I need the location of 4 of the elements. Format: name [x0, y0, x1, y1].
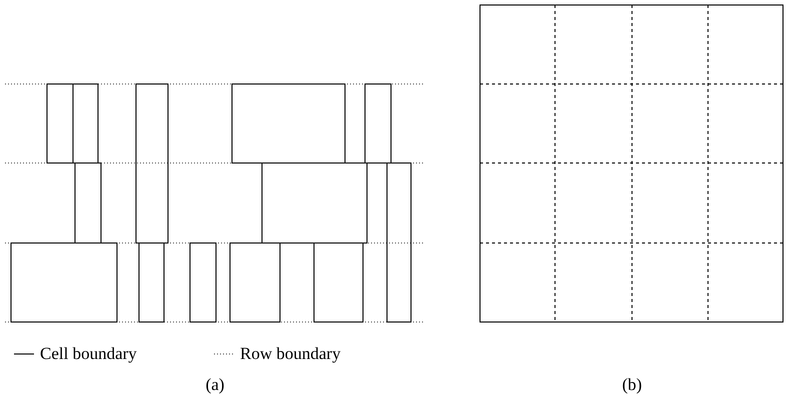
panel-label: (a)	[206, 375, 224, 395]
legend-label: Cell boundary	[40, 344, 137, 364]
panel-label: (b)	[622, 375, 642, 395]
legend-label: Row boundary	[240, 344, 341, 364]
